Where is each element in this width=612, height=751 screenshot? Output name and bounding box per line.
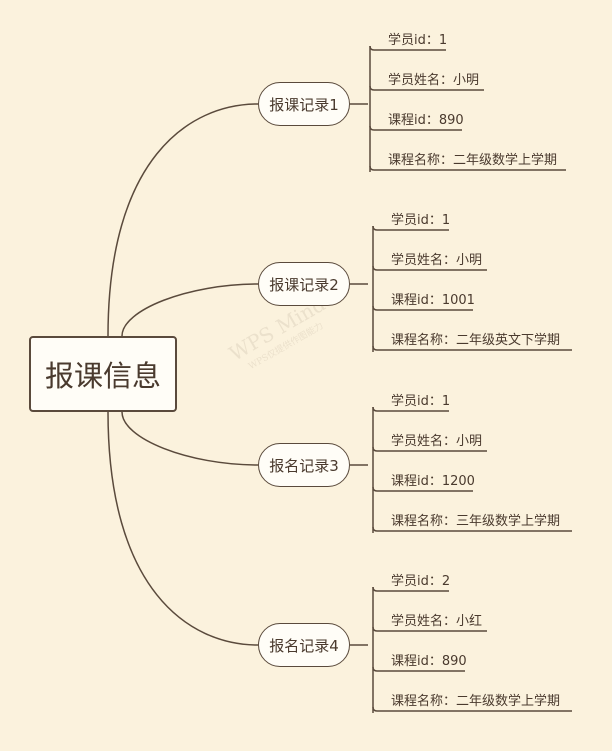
leaf-2-1[interactable]: 学员id：1 — [391, 213, 451, 228]
leaf-3-2[interactable]: 学员姓名：小明 — [391, 434, 483, 449]
branch-node-1[interactable]: 报课记录1 — [258, 82, 350, 126]
leaf-2-2[interactable]: 学员姓名：小明 — [391, 253, 483, 268]
leaf-1-3[interactable]: 课程id：890 — [388, 113, 464, 128]
leaf-1-2[interactable]: 学员姓名：小明 — [388, 73, 480, 88]
leaf-1-1[interactable]: 学员id：1 — [388, 33, 448, 48]
branch-node-2[interactable]: 报课记录2 — [258, 262, 350, 306]
leaf-4-1[interactable]: 学员id：2 — [391, 574, 451, 589]
root-node[interactable]: 报课信息 — [29, 336, 177, 412]
leaf-4-2[interactable]: 学员姓名：小红 — [391, 614, 483, 629]
leaf-2-4[interactable]: 课程名称：二年级英文下学期 — [391, 333, 561, 348]
branch-node-3[interactable]: 报名记录3 — [258, 443, 350, 487]
leaf-1-4[interactable]: 课程名称：二年级数学上学期 — [388, 153, 558, 168]
leaf-2-3[interactable]: 课程id：1001 — [391, 293, 475, 308]
leaf-3-4[interactable]: 课程名称：三年级数学上学期 — [391, 514, 561, 529]
leaf-4-3[interactable]: 课程id：890 — [391, 654, 467, 669]
leaf-3-3[interactable]: 课程id：1200 — [391, 474, 475, 489]
branch-node-4[interactable]: 报名记录4 — [258, 623, 350, 667]
leaf-4-4[interactable]: 课程名称：二年级数学上学期 — [391, 694, 561, 709]
leaf-3-1[interactable]: 学员id：1 — [391, 394, 451, 409]
